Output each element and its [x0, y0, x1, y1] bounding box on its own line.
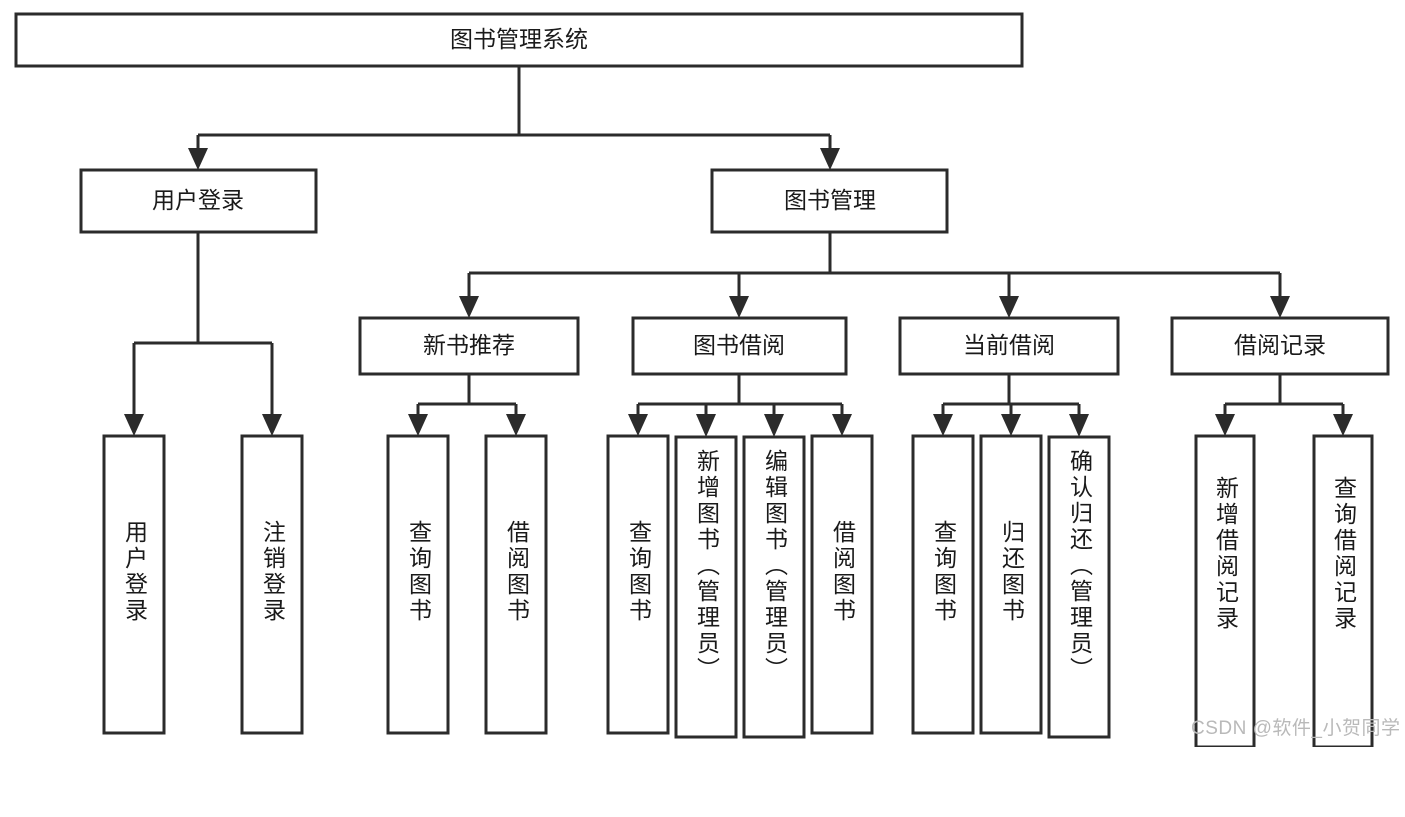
node-leaf-return-book[interactable] [979, 434, 1043, 735]
arrow-head-book-manage [820, 148, 840, 170]
node-leaf-query-book-2[interactable] [606, 434, 670, 735]
arrow-head-leaf-user-logout [262, 414, 282, 436]
connector-layer [124, 66, 1353, 437]
arrow-head-new-book-rec [459, 296, 479, 318]
arrow-head-leaf-borrow-book-1 [506, 414, 526, 436]
node-leaf-add-record[interactable] [1194, 434, 1256, 747]
arrow-head-leaf-add-book [696, 414, 716, 437]
arrow-head-leaf-query-book-1 [408, 414, 428, 436]
label-current-borrow: 当前借阅 [963, 332, 1055, 358]
node-new-book-rec[interactable] [358, 316, 580, 376]
node-leaf-user-logout[interactable] [240, 434, 304, 735]
arrow-head-book-borrow [729, 296, 749, 318]
node-book-manage[interactable] [710, 168, 949, 234]
arrow-head-leaf-query-book-2 [628, 414, 648, 436]
arrow-head-leaf-return-book [1001, 414, 1021, 436]
node-leaf-borrow-book-1[interactable] [484, 434, 548, 735]
arrow-head-leaf-confirm-return [1069, 414, 1089, 437]
node-leaf-query-record[interactable] [1312, 434, 1374, 747]
arrow-head-user-login [188, 148, 208, 170]
node-user-login[interactable] [79, 168, 318, 234]
flowchart-svg: 图书管理系统 用户登录 图书管理 新书推荐 图书借阅 当前借阅 借阅记录 [14, 12, 1390, 747]
node-box-layer [14, 12, 1390, 747]
arrow-head-leaf-borrow-book-2 [832, 414, 852, 436]
horizontal-label-layer: 图书管理系统 用户登录 图书管理 新书推荐 图书借阅 当前借阅 借阅记录 [152, 26, 1326, 358]
label-borrow-record: 借阅记录 [1234, 332, 1326, 358]
csdn-watermark: CSDN @软件_小贺同学 [1191, 718, 1401, 739]
node-leaf-user-login[interactable] [102, 434, 166, 735]
label-root: 图书管理系统 [450, 26, 588, 52]
node-current-borrow[interactable] [898, 316, 1120, 376]
flowchart-canvas: 图书管理系统 用户登录 图书管理 新书推荐 图书借阅 当前借阅 借阅记录 用户登… [14, 12, 1401, 747]
arrow-head-leaf-query-book-3 [933, 414, 953, 436]
node-leaf-add-book[interactable] [674, 435, 738, 739]
arrow-head-borrow-record [1270, 296, 1290, 318]
node-leaf-query-book-3[interactable] [911, 434, 975, 735]
label-user-login: 用户登录 [152, 187, 244, 213]
label-book-manage: 图书管理 [784, 187, 876, 213]
arrow-head-leaf-user-login [124, 414, 144, 436]
label-book-borrow: 图书借阅 [693, 332, 785, 358]
node-borrow-record[interactable] [1170, 316, 1390, 376]
node-leaf-edit-book[interactable] [742, 435, 806, 739]
arrow-head-leaf-add-record [1215, 414, 1235, 436]
label-new-book-rec: 新书推荐 [423, 332, 515, 358]
arrow-head-current-borrow [999, 296, 1019, 318]
node-leaf-borrow-book-2[interactable] [810, 434, 874, 735]
node-root[interactable] [14, 12, 1024, 68]
node-leaf-confirm-return[interactable] [1047, 435, 1111, 739]
node-book-borrow[interactable] [631, 316, 848, 376]
node-leaf-query-book-1[interactable] [386, 434, 450, 735]
arrow-head-leaf-edit-book [764, 414, 784, 437]
arrow-head-leaf-query-record [1333, 414, 1353, 436]
